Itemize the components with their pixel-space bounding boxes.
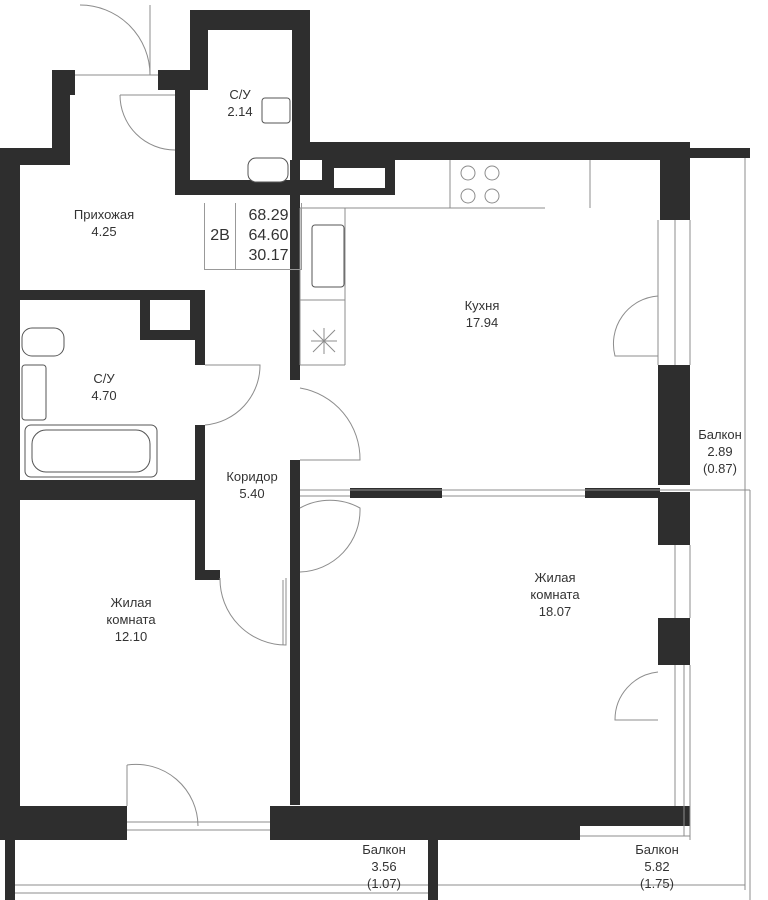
living-total: 64.60 xyxy=(248,227,289,244)
apartment-info-box: 2В 68.29 64.60 30.17 xyxy=(204,203,302,270)
thin-lines xyxy=(15,4,751,900)
walls xyxy=(0,10,750,900)
living-area: 30.17 xyxy=(248,247,289,264)
apartment-type: 2В xyxy=(205,203,236,269)
total-area: 68.29 xyxy=(248,207,289,224)
